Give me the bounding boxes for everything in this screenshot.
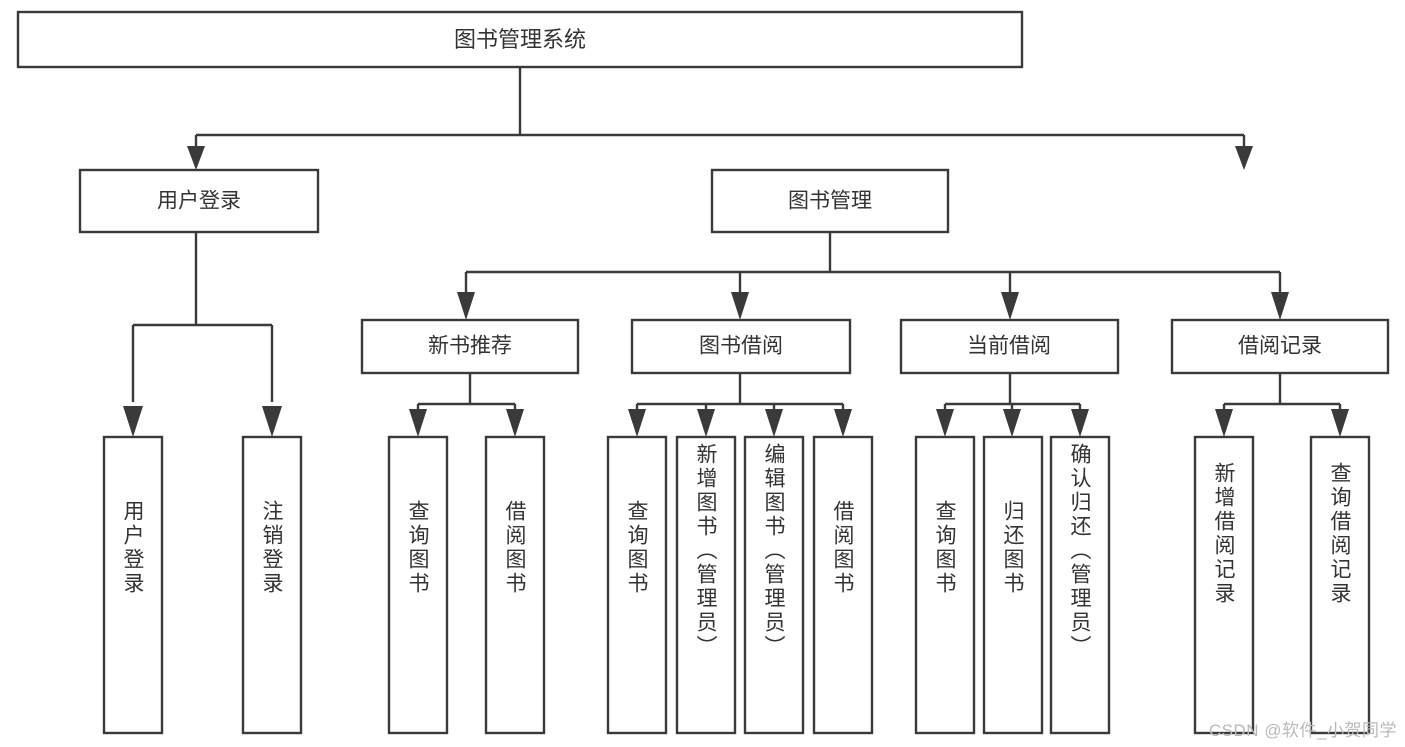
- leaf-box-borrow-record-0[interactable]: [1193, 435, 1255, 735]
- leaf-box-borrow-record-1[interactable]: [1309, 435, 1371, 735]
- leaf-box-book-borrow-0[interactable]: [606, 435, 668, 735]
- node-root[interactable]: 图书管理系统: [16, 10, 1024, 69]
- node-borrow-record[interactable]: 借阅记录: [1170, 318, 1390, 375]
- connector-current-borrow-to-leaves: [936, 373, 1089, 437]
- watermark: CSDN @软件_小贺同学: [1208, 721, 1397, 740]
- connector-book-management-to-level3: [457, 232, 1289, 320]
- connector-borrow-record-to-leaves: [1215, 373, 1349, 437]
- node-book-management[interactable]: 图书管理: [710, 168, 950, 234]
- leaf-box-book-borrow-3[interactable]: [812, 435, 874, 735]
- leaf-box-new-book-1[interactable]: [484, 435, 546, 735]
- node-book-borrow-label: 图书借阅: [699, 335, 783, 358]
- node-book-management-label: 图书管理: [788, 190, 872, 213]
- leaf-box-new-book-0[interactable]: [387, 435, 449, 735]
- leaf-box-user-login-0[interactable]: [102, 435, 164, 735]
- connector-new-book-to-leaves: [409, 373, 524, 437]
- arrow-to-user-login: [187, 146, 205, 170]
- node-root-label: 图书管理系统: [454, 27, 586, 52]
- leaf-box-user-login-1[interactable]: [241, 435, 303, 735]
- leaf-box-book-borrow-1[interactable]: [675, 435, 737, 735]
- connector-user-login-to-leaves: [123, 232, 282, 437]
- node-book-borrow[interactable]: 图书借阅: [630, 318, 852, 375]
- node-current-borrow-label: 当前借阅: [967, 335, 1051, 358]
- node-borrow-record-label: 借阅记录: [1238, 335, 1322, 358]
- leaf-box-current-borrow-0[interactable]: [914, 435, 976, 735]
- node-new-book-recommend-label: 新书推荐: [428, 335, 512, 358]
- node-new-book-recommend[interactable]: 新书推荐: [360, 318, 580, 375]
- leaf-box-current-borrow-1[interactable]: [982, 435, 1044, 735]
- arrow-to-book-management: [1235, 146, 1253, 170]
- leaf-box-book-borrow-2[interactable]: [743, 435, 805, 735]
- node-current-borrow[interactable]: 当前借阅: [899, 318, 1120, 375]
- connector-root-to-level2: [194, 67, 1246, 156]
- node-user-login-label: 用户登录: [157, 190, 241, 213]
- leaf-box-current-borrow-2[interactable]: [1049, 435, 1111, 735]
- connector-book-borrow-to-leaves: [628, 373, 852, 437]
- node-user-login[interactable]: 用户登录: [78, 168, 320, 234]
